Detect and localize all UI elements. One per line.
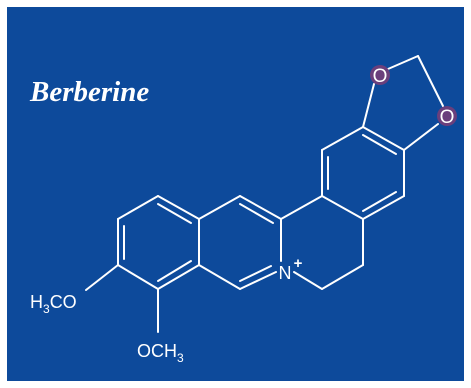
bond [362, 83, 375, 128]
bond [157, 264, 200, 290]
bond [403, 123, 439, 151]
bond [239, 265, 272, 282]
bond [239, 203, 274, 224]
bond [321, 195, 364, 220]
oxygen-atom-marker [370, 65, 390, 85]
oxygen-atom-marker [437, 106, 457, 126]
oxygen-top-label: O [373, 66, 388, 87]
methoxy-bottom-label: OCH3 [137, 341, 184, 365]
bond [239, 271, 277, 290]
bond [85, 264, 119, 291]
atom-labels: O O N + H3CO OCH3 [30, 65, 457, 365]
bond [293, 271, 323, 290]
oxygen-right-label: O [440, 107, 455, 128]
bond [362, 134, 397, 155]
bond [157, 195, 200, 220]
bond [321, 264, 364, 290]
bond [239, 195, 282, 220]
bond [362, 126, 405, 151]
bond [362, 191, 397, 212]
bond [157, 203, 192, 224]
bond [117, 264, 159, 290]
methoxy-left-label: H3CO [30, 292, 77, 316]
nitrogen-charge: + [294, 255, 303, 272]
bond [362, 195, 405, 220]
bond [198, 195, 241, 220]
bonds [85, 55, 444, 333]
bond [157, 260, 192, 282]
bond [321, 126, 364, 151]
bond [117, 195, 159, 220]
bond [280, 195, 323, 220]
bond [417, 55, 444, 107]
bond [387, 55, 419, 70]
molecule-title: Berberine [30, 76, 150, 108]
nitrogen-label: N [279, 263, 292, 283]
bond [198, 264, 241, 290]
